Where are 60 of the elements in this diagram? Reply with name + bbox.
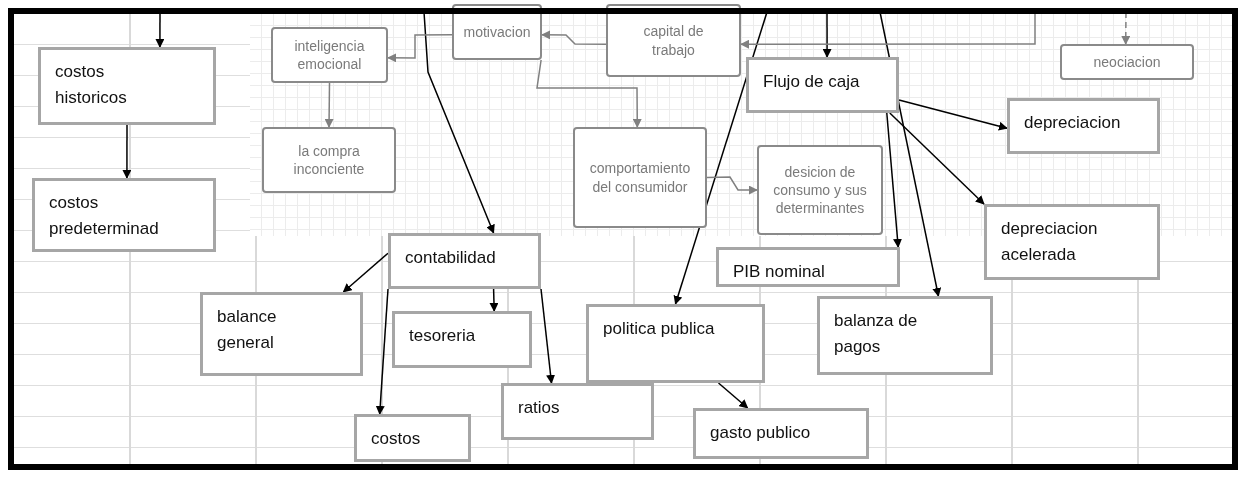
box-label: motivacion bbox=[463, 22, 531, 42]
text-box bbox=[1007, 98, 1160, 154]
arrow bbox=[155, 11, 165, 48]
box-label: depreciacion bbox=[1024, 112, 1121, 134]
box-label: ratios bbox=[518, 397, 560, 419]
box-label: la compra inconciente bbox=[292, 141, 366, 179]
arrow bbox=[342, 252, 389, 293]
arrow bbox=[706, 176, 758, 195]
text-box bbox=[984, 204, 1160, 280]
box-label: balanza de pagos bbox=[834, 310, 919, 359]
box-label: comportamiento del consumidor bbox=[588, 159, 692, 196]
arrow bbox=[1121, 11, 1131, 45]
rounded-box bbox=[606, 4, 741, 77]
box-label: inteligencia emocional bbox=[293, 36, 366, 74]
arrow bbox=[889, 112, 985, 205]
text-box bbox=[586, 304, 765, 383]
arrow bbox=[489, 288, 499, 312]
arrow bbox=[387, 34, 453, 63]
arrow bbox=[375, 288, 389, 415]
box-label: PIB nominal bbox=[733, 261, 825, 283]
arrow bbox=[541, 30, 607, 45]
text-box bbox=[746, 57, 899, 113]
box-label: depreciacion acelerada bbox=[1001, 218, 1099, 267]
arrow bbox=[740, 11, 1036, 49]
box-label: costos bbox=[371, 428, 421, 450]
rounded-box bbox=[757, 145, 883, 235]
box-label: contabilidad bbox=[405, 247, 496, 269]
arrow bbox=[122, 124, 132, 179]
arrow bbox=[423, 11, 495, 234]
arrow bbox=[536, 59, 642, 128]
rounded-box bbox=[262, 127, 396, 193]
text-box bbox=[32, 178, 216, 252]
arrow bbox=[886, 112, 902, 248]
box-label: Flujo de caja bbox=[763, 71, 860, 93]
text-box bbox=[200, 292, 363, 376]
box-label: capital de trabajo bbox=[642, 22, 705, 59]
text-box bbox=[817, 296, 993, 375]
box-label: balance general bbox=[217, 306, 278, 355]
arrow bbox=[717, 382, 749, 409]
arrow bbox=[540, 288, 556, 384]
text-box bbox=[392, 311, 532, 368]
box-label: costos predeterminad bbox=[49, 192, 160, 241]
rounded-box bbox=[271, 27, 388, 83]
text-box bbox=[388, 233, 541, 289]
box-label: costos historicos bbox=[55, 61, 128, 110]
text-box bbox=[501, 383, 654, 440]
arrow bbox=[822, 11, 832, 58]
text-box bbox=[716, 247, 900, 287]
text-box bbox=[354, 414, 471, 462]
text-box bbox=[38, 47, 216, 125]
box-label: neociacion bbox=[1093, 52, 1161, 72]
text-box bbox=[693, 408, 869, 459]
rounded-box bbox=[573, 127, 707, 228]
arrow bbox=[324, 82, 334, 128]
box-label: desicion de consumo y sus determinantes bbox=[772, 162, 868, 218]
rounded-box bbox=[1060, 44, 1194, 80]
box-label: tesoreria bbox=[409, 325, 476, 347]
box-label: gasto publico bbox=[710, 422, 811, 444]
box-label: politica publica bbox=[603, 318, 715, 340]
arrow bbox=[898, 99, 1008, 131]
